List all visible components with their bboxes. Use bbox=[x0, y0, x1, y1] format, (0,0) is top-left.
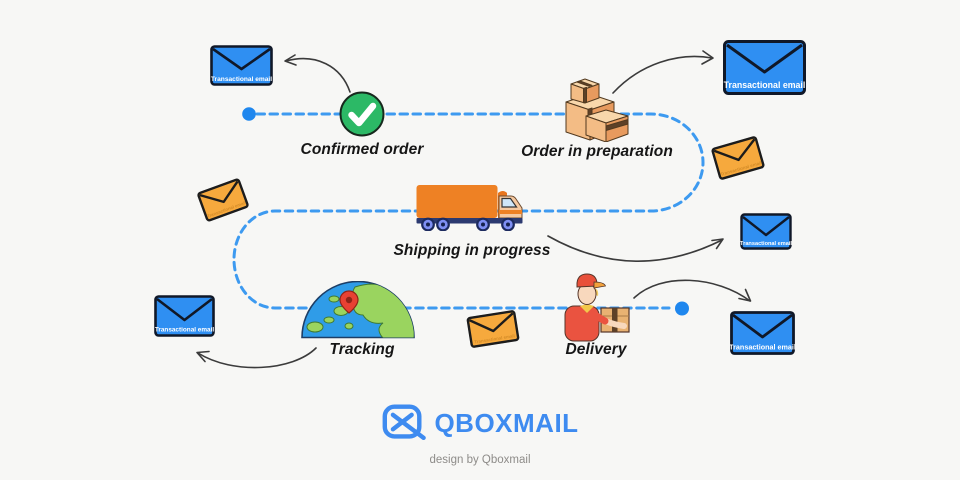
package-boxes-icon bbox=[565, 78, 629, 142]
envelope-label: Transactional email bbox=[155, 327, 215, 334]
orange-envelope-icon: Transactional email bbox=[466, 310, 520, 348]
design-credit: design by Qboxmail bbox=[429, 454, 531, 466]
arrow-tracking-to-email bbox=[196, 347, 317, 369]
arrow-delivery-to-email bbox=[633, 279, 752, 302]
envelope-label: Transactional email bbox=[724, 80, 806, 90]
qboxmail-logo-icon bbox=[382, 404, 426, 441]
arrow-confirmed-to-email bbox=[284, 54, 351, 93]
envelope-label: Transactional email bbox=[740, 241, 792, 247]
check-icon bbox=[339, 91, 385, 137]
arrow-preparation-to-email bbox=[612, 50, 714, 94]
qboxmail-logo: QBOXMAIL bbox=[381, 402, 578, 444]
envelope-label: Transactional email bbox=[730, 343, 795, 352]
orange-envelope-icon: Transactional email bbox=[711, 136, 765, 180]
stage-label-delivery: Delivery bbox=[565, 341, 627, 358]
truck-icon bbox=[416, 185, 523, 231]
envelope-icon: Transactional email bbox=[723, 40, 806, 95]
envelope-icon: Transactional email bbox=[154, 295, 215, 337]
qboxmail-logo-text: QBOXMAIL bbox=[434, 407, 579, 438]
orange-envelope-icon: Transactional email bbox=[197, 178, 249, 222]
arrow-shipping-to-email bbox=[547, 235, 724, 263]
path-start-dot bbox=[242, 107, 256, 121]
stage-label-shipping-in-progress: Shipping in progress bbox=[393, 242, 551, 259]
envelope-icon: Transactional email bbox=[730, 311, 795, 355]
envelope-label: Transactional email bbox=[211, 76, 272, 83]
stage-label-tracking: Tracking bbox=[329, 341, 395, 358]
stage-label-confirmed-order: Confirmed order bbox=[300, 141, 424, 158]
globe-pin-icon bbox=[301, 281, 415, 339]
envelope-icon: Transactional email bbox=[740, 213, 792, 250]
courier-icon bbox=[564, 273, 630, 342]
stage-label-order-in-preparation: Order in preparation bbox=[521, 143, 673, 160]
envelope-label: Transactional email bbox=[474, 333, 515, 344]
journey-dashed-path bbox=[232, 112, 705, 310]
envelope-icon: Transactional email bbox=[210, 45, 273, 86]
path-end-dot bbox=[675, 301, 689, 316]
